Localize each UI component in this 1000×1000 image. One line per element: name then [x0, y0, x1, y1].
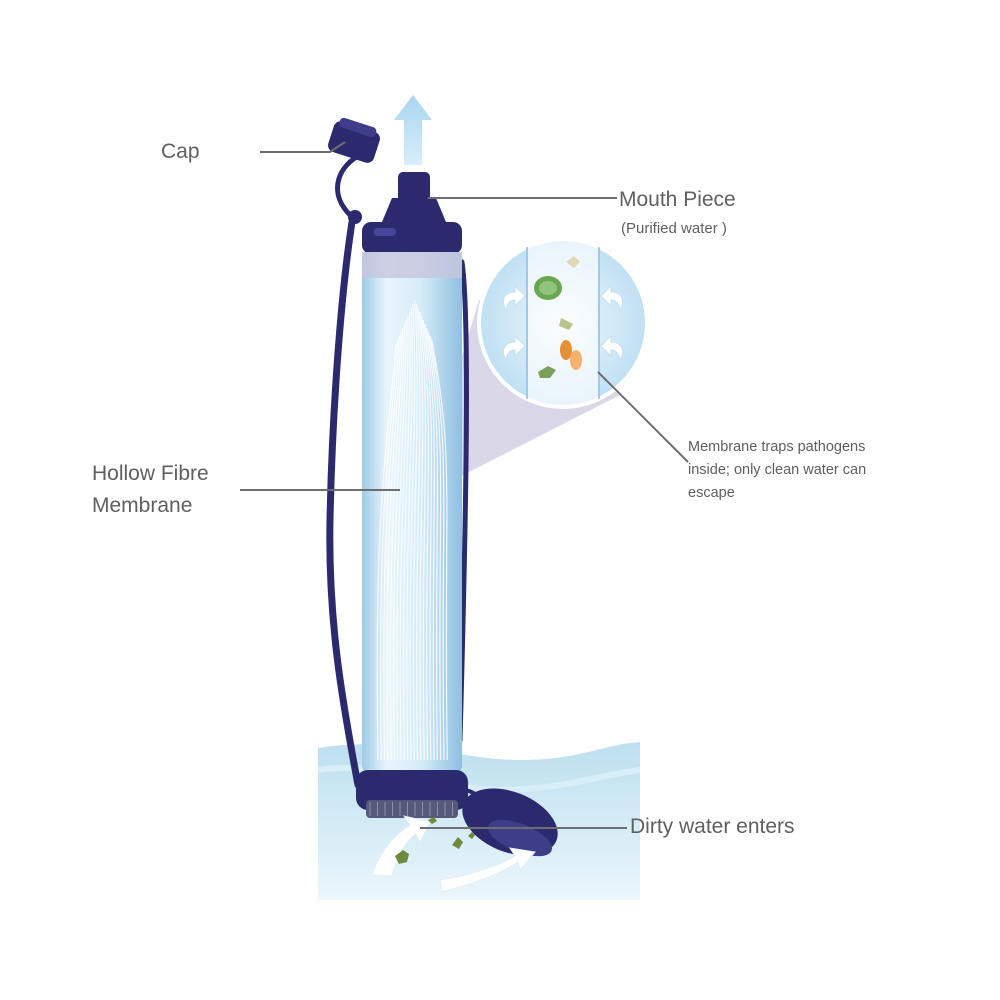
leader-cap [260, 141, 346, 153]
magnifier-cone [420, 300, 620, 497]
debris [395, 817, 475, 864]
fibre-strand [402, 311, 411, 761]
fibre-strand [389, 327, 404, 761]
fibre-strand [417, 307, 424, 761]
membrane-traps-label: Membrane traps pathogens inside; only cl… [688, 436, 928, 505]
hollow-fibre-label-line1: Hollow Fibre [92, 462, 209, 485]
fibre-strand [376, 343, 397, 761]
fibre-strand [379, 339, 399, 761]
hollow-fibre-label-line2: Membrane [92, 494, 193, 517]
mouth-piece-label: Mouth Piece [619, 188, 736, 211]
hollow-fibre-label: Hollow Fibre Membrane [92, 458, 262, 522]
magnifier [477, 237, 649, 409]
membrane-traps-line2: inside; only clean water can [688, 462, 867, 478]
fibre-strand [422, 319, 433, 761]
fibre-strand [415, 303, 421, 761]
filter-cap-icon [328, 117, 380, 163]
fibre-strand [396, 319, 407, 761]
cap-label: Cap [161, 140, 200, 163]
dirty-water-label: Dirty water enters [630, 815, 795, 838]
fibre-strand [419, 311, 427, 761]
fibre-strand [412, 299, 418, 761]
fibre-strand [399, 315, 409, 761]
purified-water-label: (Purified water ) [621, 220, 727, 237]
leader-lines [240, 141, 689, 829]
fibre-strand [426, 327, 439, 761]
arrow-up-icon [394, 95, 432, 165]
fibre-strand [386, 331, 402, 761]
fibre-strand [409, 303, 416, 761]
leader-membrane [597, 371, 689, 463]
intake-housing [356, 770, 468, 818]
fibre-strand [431, 339, 448, 761]
fibre-strand [406, 307, 413, 761]
membrane-traps-line1: Membrane traps pathogens [688, 439, 866, 455]
lanyard-right [457, 259, 469, 743]
fibre-strand [383, 335, 400, 761]
fibre-strand [427, 331, 442, 761]
lanyard [326, 218, 362, 789]
fibre-strand [420, 315, 430, 761]
fibre-strand [424, 323, 436, 761]
fibre-strand [429, 335, 445, 761]
arrow-curve-icon-right [439, 847, 536, 893]
cap-strap [335, 153, 360, 217]
mouth-piece [362, 172, 462, 254]
membrane-traps-line3: escape [688, 485, 735, 501]
